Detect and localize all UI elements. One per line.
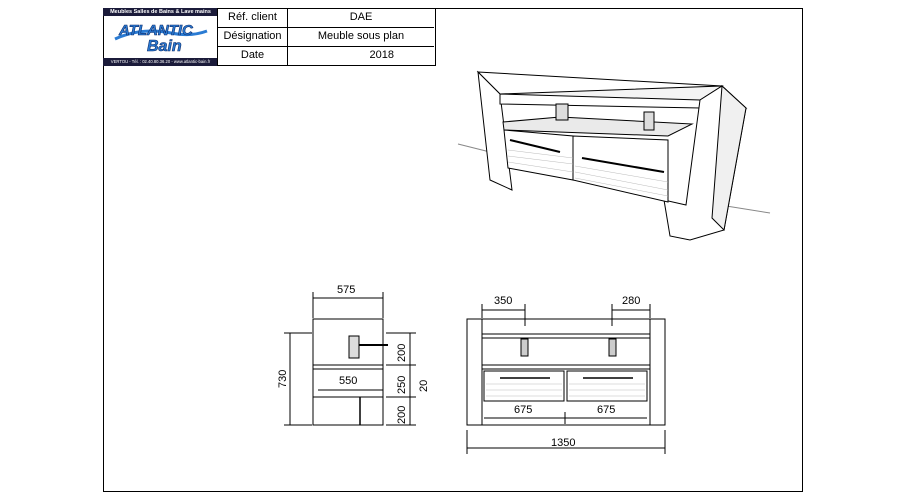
title-row-divider <box>218 27 434 28</box>
logo-brand-line1: ATLANTIC <box>118 22 194 39</box>
logo-mark-icon: ATLANTIC Bain <box>114 22 208 55</box>
drawer-left-width-dim: 675 <box>514 404 532 416</box>
title-row-divider <box>218 46 434 47</box>
drawing-frame <box>103 8 803 492</box>
side-view <box>284 292 416 426</box>
logo-brand-line2: Bain <box>147 38 182 55</box>
side-lower-height-dim: 200 <box>396 406 408 424</box>
title-block: Meubles Salles de Bains & Lave mains ATL… <box>103 8 436 66</box>
date-label: Date <box>218 46 288 65</box>
side-upper-height-dim: 200 <box>396 344 408 362</box>
front-view <box>466 304 666 454</box>
side-middle-height-dim: 250 <box>396 376 408 394</box>
side-shelf-thickness-dim: 20 <box>418 380 430 392</box>
front-left-offset-dim: 350 <box>494 295 512 307</box>
side-width-top-dim: 575 <box>337 284 355 296</box>
designation-value: Meuble sous plan <box>317 30 405 42</box>
designation-label: Désignation <box>218 27 288 46</box>
front-total-width-dim: 1350 <box>551 437 575 449</box>
front-right-offset-dim: 280 <box>622 295 640 307</box>
logo-footer: VERTOU - Tél. : 02.40.80.36.20 - www.atl… <box>103 58 217 66</box>
side-total-height-dim: 730 <box>277 370 289 388</box>
drawer-right-width-dim: 675 <box>597 404 615 416</box>
date-value: 2018 <box>369 49 394 61</box>
perspective-view <box>457 70 771 241</box>
company-logo: Meubles Salles de Bains & Lave mains ATL… <box>103 8 218 66</box>
ref-client-value: DAE <box>349 11 373 23</box>
side-inner-depth-dim: 550 <box>339 375 357 387</box>
ref-client-label: Réf. client <box>218 8 288 27</box>
logo-tagline: Meubles Salles de Bains & Lave mains <box>103 8 217 16</box>
